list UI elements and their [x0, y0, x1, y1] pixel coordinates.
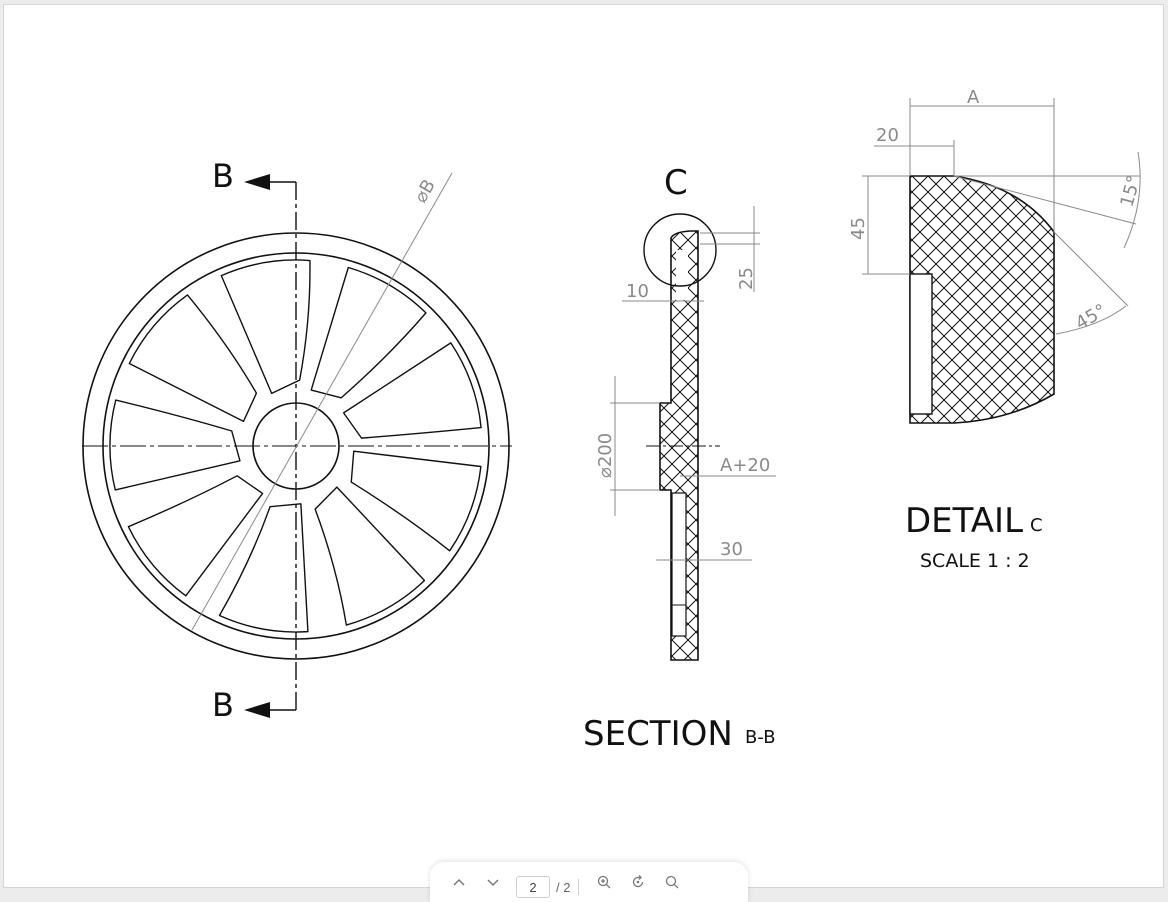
page-total: / 2 — [556, 879, 571, 895]
spoke-window — [220, 259, 311, 395]
previous-page-button[interactable] — [442, 868, 476, 896]
dim-45: 45 — [848, 217, 869, 240]
detail-circle — [643, 213, 717, 287]
detail-title-suffix: C — [1030, 515, 1043, 536]
spoke-window — [109, 399, 241, 491]
section-arrow-top — [244, 174, 270, 190]
dim-20: 20 — [876, 125, 899, 146]
detail-bore — [909, 273, 933, 415]
detail-scale: SCALE 1 : 2 — [920, 550, 1030, 572]
spoke-window — [218, 503, 309, 633]
section-title-suffix: B-B — [745, 727, 776, 748]
rotate-icon — [633, 875, 644, 888]
section-mark-bottom: B — [212, 686, 234, 724]
detail-callout-c: C — [664, 163, 688, 203]
dim-a-plus-20: A+20 — [720, 455, 770, 476]
spoke-window — [350, 450, 482, 552]
section-title: SECTION — [583, 714, 733, 754]
page-number-input[interactable] — [516, 876, 550, 898]
chevron-down-icon — [487, 879, 499, 887]
detail-view: A 20 45 15° 45° DETAIL C SCALE 1 : 2 — [848, 87, 1145, 572]
section-bore — [671, 492, 687, 637]
dim-diameter-200: ⌀200 — [595, 433, 616, 478]
detail-title: DETAIL — [905, 501, 1023, 541]
dim-30: 30 — [720, 539, 743, 560]
search-button[interactable] — [655, 868, 689, 896]
dim-10: 10 — [626, 281, 649, 302]
chevron-up-icon — [453, 878, 465, 886]
dim-25: 25 — [736, 267, 757, 290]
viewer-toolbar: / 2 — [430, 862, 748, 902]
spoke-window — [314, 486, 426, 626]
section-arrow-bottom — [244, 702, 270, 718]
section-view: C 25 10 ⌀200 A+20 30 SECTION B-B — [583, 163, 776, 754]
dim-a: A — [967, 87, 980, 108]
spoke-windows — [109, 259, 482, 633]
spoke-window — [128, 294, 258, 423]
angle-15: 15° — [1117, 173, 1146, 209]
section-mark-top: B — [212, 157, 234, 195]
zoom-in-icon — [598, 875, 611, 889]
detail-profile — [909, 175, 1055, 424]
rotate-button[interactable] — [621, 868, 655, 896]
main-view: B B ⌀B — [82, 157, 512, 724]
toolbar-divider — [578, 879, 580, 895]
spoke-window — [310, 266, 427, 399]
spoke-window — [127, 475, 264, 597]
next-page-button[interactable] — [476, 868, 510, 896]
diameter-leader — [191, 172, 453, 631]
spoke-window — [342, 342, 482, 439]
zoom-in-button[interactable] — [587, 868, 621, 896]
search-icon — [666, 875, 679, 889]
